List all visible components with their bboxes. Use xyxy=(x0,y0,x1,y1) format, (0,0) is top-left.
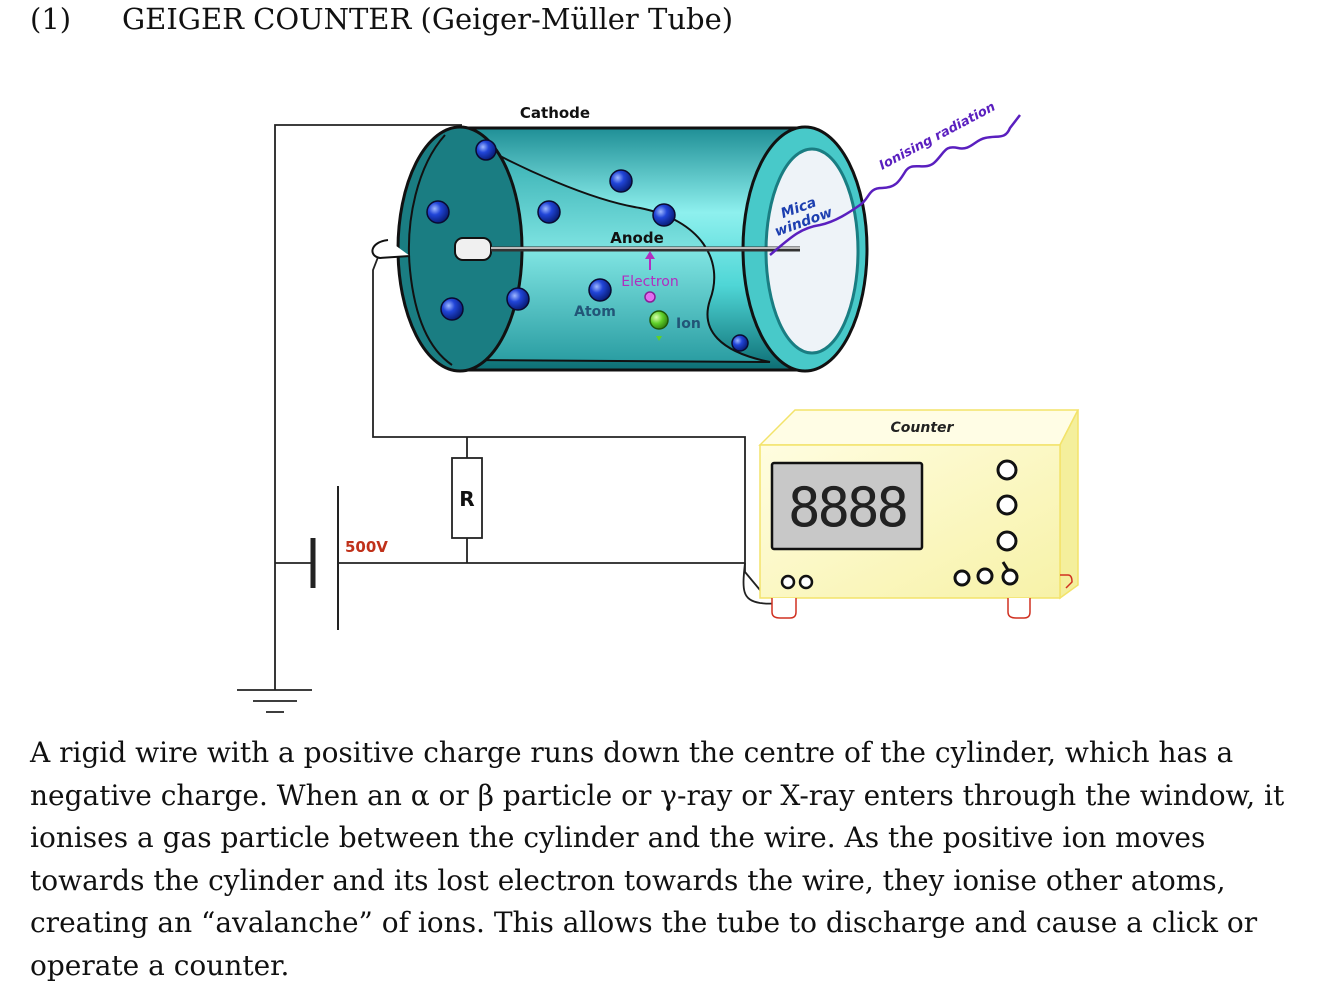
atom-icon xyxy=(731,334,749,352)
resistor-icon xyxy=(451,457,483,539)
voltage-label: 500V xyxy=(345,538,388,556)
terminal-icon xyxy=(780,574,796,590)
atom-icon xyxy=(506,287,530,311)
switch-icon xyxy=(976,567,994,585)
atom-icon xyxy=(588,278,612,302)
electron-label: Electron xyxy=(621,274,678,290)
ion-arrow xyxy=(656,336,662,341)
cathode-label: Cathode xyxy=(520,104,590,122)
counter-label: Counter xyxy=(891,420,955,436)
atom-icon xyxy=(609,169,633,193)
knob-icon xyxy=(996,530,1018,552)
anode-label: Anode xyxy=(610,229,664,247)
knob-icon xyxy=(996,494,1018,516)
knob-icon xyxy=(996,459,1018,481)
description-paragraph: A rigid wire with a positive charge runs… xyxy=(30,736,1285,982)
counter-display: 8888 xyxy=(788,476,907,539)
ion-icon xyxy=(649,310,669,330)
atom-label: Atom xyxy=(574,304,616,320)
atom-icon xyxy=(475,139,497,161)
ground-icon xyxy=(237,689,312,713)
geiger-counter-diagram: 500V R Cathode xyxy=(237,100,1080,713)
geiger-muller-tube-icon xyxy=(371,125,869,373)
atom-icon xyxy=(652,203,676,227)
atom-icon xyxy=(537,200,561,224)
section-number: (1) xyxy=(30,2,72,36)
resistor-label: R xyxy=(459,487,474,511)
atoms xyxy=(426,139,749,352)
terminal-icon xyxy=(798,574,814,590)
counter-box-icon xyxy=(758,409,1080,619)
switch-icon xyxy=(953,569,971,587)
electron-icon xyxy=(644,291,656,303)
radiation-wave-icon xyxy=(769,114,1021,256)
ion-label: Ion xyxy=(676,316,701,332)
electron-arrowhead xyxy=(645,251,655,259)
atom-icon xyxy=(440,297,464,321)
switch-icon xyxy=(1001,568,1019,586)
atom-icon xyxy=(426,200,450,224)
battery-icon xyxy=(310,486,339,630)
radiation-label: Ionising radiation xyxy=(877,100,998,174)
page-title: GEIGER COUNTER (Geiger-Müller Tube) xyxy=(122,2,734,36)
